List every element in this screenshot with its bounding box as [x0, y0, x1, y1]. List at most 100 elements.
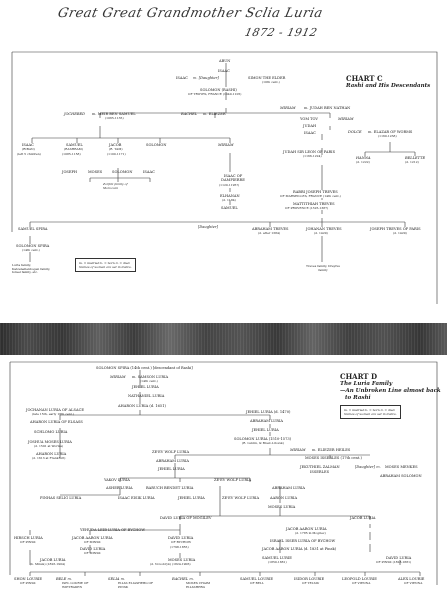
joseph-treves-date: (d. 1429)	[393, 231, 407, 235]
rashbam-date: (1085-1158)	[62, 152, 81, 156]
d-aharon-3-date: (d. 1613 at Frankfurt)	[32, 456, 66, 460]
d-selia: SELIA m.	[108, 577, 126, 581]
d-samuel-date: (1850-1881)	[268, 560, 287, 564]
d-jacob-aaron-date: (d. 1785 in Mogilev)	[295, 531, 326, 535]
d-jehiel: JEHIEL LURIA	[132, 385, 159, 389]
chart-d-subtitle-3: to Rashi	[345, 395, 371, 401]
d-yehuda: YEHUDA LEIB LURIA OF BYCHOW	[80, 528, 146, 532]
dampierre-date: (1120-1195?)	[219, 183, 240, 187]
judah-leon-date: (1166-1224)	[303, 154, 322, 158]
name-joseph: JOSEPH	[62, 170, 78, 174]
riban-note: (left 5 children)	[17, 152, 41, 156]
meir-date: (1065-1135)	[105, 116, 124, 120]
name-samuel-spira: SAMUEL SPIRA	[18, 227, 48, 231]
d-moses: MOSES LURIA	[268, 505, 296, 509]
d-samuel: SAMUEL LURIE	[262, 556, 292, 560]
d-david-2: DAVID LURIA	[80, 547, 106, 551]
chart-c-legend: m. = married b. = born d. = died Names o…	[75, 258, 136, 272]
hanna-date: (d. 1222)	[356, 160, 370, 164]
name-solomon-3: SOLOMON	[112, 170, 133, 174]
d-solomon-spira: SOLOMON SPIRA (14th cent.) [descendant o…	[96, 366, 193, 370]
d-jehiel-3: JEHIEL LURIA	[252, 428, 279, 432]
rashi-subtitle: OF TROYES, FRANCE (1040-1105)	[188, 92, 242, 96]
name-solomon-rashi: SOLOMON (RASHI)	[200, 88, 237, 92]
d-bele-m: ISEL LOURIE OF WIETRADEN	[62, 581, 89, 589]
chart-d-title: CHART D	[340, 372, 378, 381]
d-solomon-sub: (R. Lublin, & Brest-Litovsk)	[242, 441, 284, 445]
d-rachel: RACHEL m.	[172, 577, 194, 581]
d-miriam-2: MIRIAM	[290, 448, 306, 452]
d-jacob-aaron-3: JACOB AARON LURIA	[72, 536, 113, 540]
d-selia-m: ELIAS ELIASHEBG OF PINSK	[118, 581, 154, 589]
name-solomon-spira: SOLOMON SPIRA	[16, 244, 50, 248]
d-alex-sub: OF VIENNA	[404, 581, 423, 585]
d-jehiel-5: JEHIEL LURIA	[178, 496, 205, 500]
elazar-date: (1160-1238)	[378, 134, 397, 138]
d-abraham-solomon: ABRAHAM SOLOMON	[380, 474, 422, 478]
name-elazar: m. ELAZAR OF WORMS	[368, 130, 413, 134]
d-samuel-2-sub: OF BELL	[250, 581, 264, 585]
d-jacob-aaron: JACOB AARON LURIA	[286, 527, 327, 531]
name-jochebed: JOCHEBED	[64, 112, 86, 116]
d-david-3: DAVID LURIA	[168, 536, 194, 540]
d-jochanan-date: (late 15th, early 16th cent.)	[32, 412, 74, 416]
d-david-2-sub: OF MINSK	[84, 551, 101, 555]
name-isaac-3: ISAAC	[143, 170, 155, 174]
chart-d-subtitle-2: —An Unbroken Line almost back	[340, 388, 441, 394]
d-israel-isser: ISRAEL ISSER LURIA OF BYCHOW	[270, 539, 336, 543]
name-johanan: JOHANAN TREVES	[306, 227, 342, 231]
d-isidor: ISIDOR LOURIE	[294, 577, 325, 581]
matityahu-sub: OF PROVENCE (1325-1387)	[285, 206, 329, 210]
chart-c-title: CHART C	[346, 74, 383, 83]
d-hirsch-sub: OF PINSK	[20, 540, 36, 544]
d-aaron: AARON LURIA	[270, 496, 298, 500]
name-simon: SIMON THE ELDER	[248, 76, 286, 80]
luria-note: Luria family, Katzenellenbogen family, I…	[12, 263, 51, 274]
d-david-3-sub: OF BYCHOW	[171, 540, 192, 544]
bellette-date: (d. 1212)	[405, 160, 419, 164]
name-miriam-2: MIRIAM	[338, 117, 354, 121]
scan-artifact-band	[0, 323, 447, 355]
tam-date: (1100-1171)	[107, 152, 126, 156]
d-david-mogilev: DAVID LURIA OF MOGILEV	[160, 516, 212, 520]
name-samuel-rashbam: SAMUEL	[66, 143, 83, 147]
d-joshua: JOSHUA MOSES LURIA	[28, 440, 72, 444]
d-abraham-3: ABRAHAM LURIA	[272, 486, 306, 490]
d-samuel-2: SAMUEL LOURIE	[240, 577, 274, 581]
d-moses-heiles: MOSES ISSERLES (17th cent.)	[305, 456, 362, 460]
riban-sub: (RIBAN)	[22, 147, 35, 151]
name-isaac-2: ISAAC	[304, 131, 316, 135]
d-jehiel-2: JEHIEL LURIA (d. 1470)	[246, 410, 291, 414]
name-eliezer: m. ELIEZER	[203, 112, 226, 116]
d-zeev-3: ZE'EV WOLF LURIA	[222, 496, 260, 500]
legend-line-2: Names of women are set in italics.	[79, 265, 132, 269]
name-judah: JUDAH	[303, 124, 317, 128]
chart-d-legend: m. = married b. = born d. = died Names o…	[340, 405, 401, 419]
legend-line-1: m. = married b. = born d. = died	[79, 261, 130, 265]
name-moses: MOSES	[88, 170, 103, 174]
d-solomon-luria: SOLOMON LURIA (1510-1573)	[234, 437, 292, 441]
name-isaac-riban: ISAAC	[22, 143, 34, 147]
d-miriam: MIRIAM	[110, 375, 126, 379]
d-eliezer: m. ELIEZER HEILES	[312, 448, 351, 452]
name-rabbi-joseph: RABBI JOSEPH TREVES	[293, 190, 338, 194]
rashbam: (RASHBAM)	[64, 147, 83, 151]
d-rachel-m: MOSES CHAIM ELIASHEBG	[186, 581, 211, 589]
d-asher: ASHER LURIA	[106, 486, 133, 490]
d-zeev-2: ZE'EV WOLF LURIA	[214, 478, 252, 482]
d-leopold-sub: OF VIENNA	[352, 581, 371, 585]
name-miriam-3: MIRIAM	[218, 143, 234, 147]
d-nathaniel: NATHANIEL LURIA	[128, 394, 165, 398]
legend-d-line-1: m. = married b. = born d. = died	[344, 408, 395, 412]
elhanan-date: (d. 1184)	[222, 198, 236, 202]
abraham-date: (d. after 1384)	[258, 231, 281, 235]
d-shon-sub: OF PINSK	[20, 581, 36, 585]
d-moses-2: MOSES LURIA	[168, 558, 196, 562]
d-pinhas: PINHAS SELIG LURIA	[40, 496, 82, 500]
name-dolce: DOLCE	[348, 130, 362, 134]
tam-note: Zorfati family of Moroccan	[103, 182, 128, 190]
d-isaac-eisik: ISAAC EISIK LURIA	[118, 496, 155, 500]
d-daughter: [Daughter] m.	[355, 465, 381, 469]
d-alex: ALEX LOURIE	[398, 577, 425, 581]
name-miriam: MIRIAM	[280, 106, 296, 110]
